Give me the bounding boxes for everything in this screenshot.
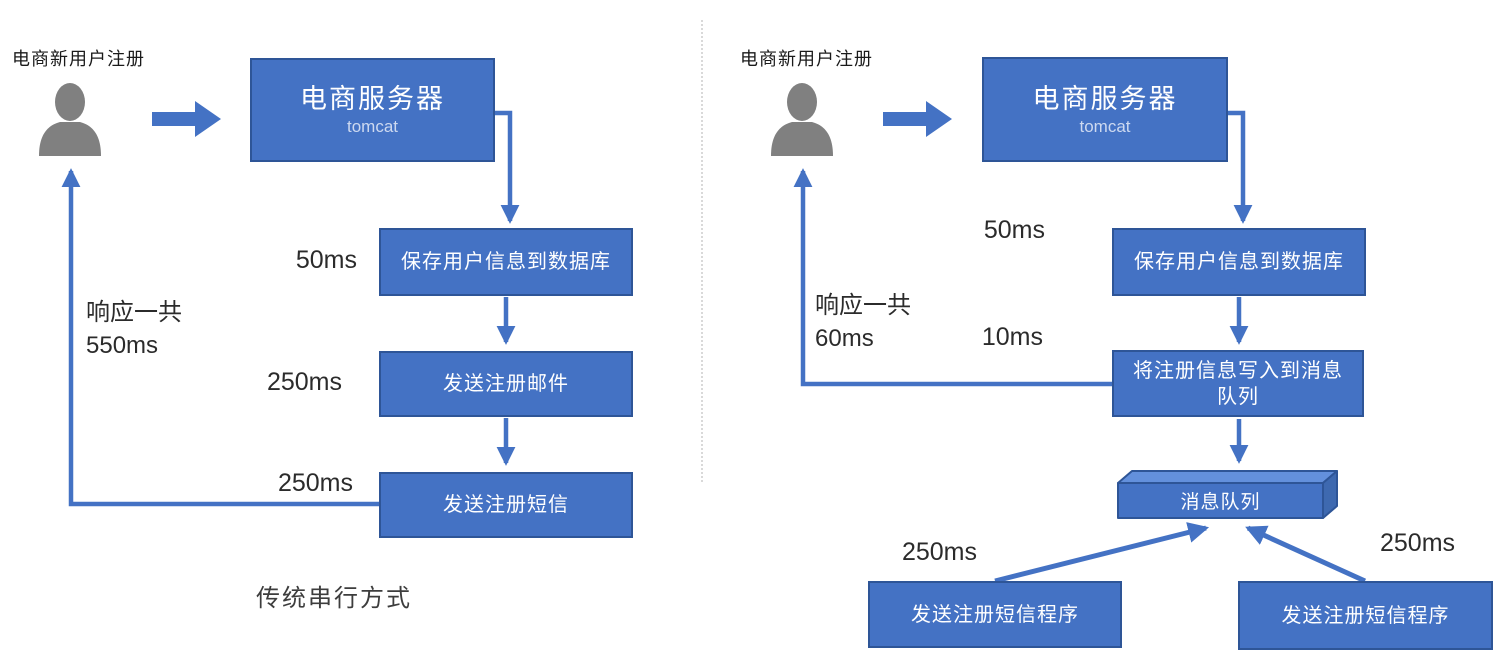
message-queue-shape <box>1117 470 1338 519</box>
consumer1-to-queue-arrow <box>994 522 1210 584</box>
server-subtitle-left: tomcat <box>346 117 399 136</box>
server-title-right: 电商服务器 <box>1032 83 1178 114</box>
response-total-right-line2: 60ms <box>815 325 874 352</box>
server-to-db-connector-left <box>495 110 520 224</box>
server-node-left: 电商服务器 tomcat <box>250 58 495 162</box>
message-queue-front-face <box>1117 482 1324 519</box>
step1-node-right: 保存用户信息到数据库 <box>1112 228 1366 296</box>
user-label-left: 电商新用户注册 <box>12 49 145 69</box>
consumer2-to-queue-arrow <box>1245 525 1367 584</box>
step1-node-left: 保存用户信息到数据库 <box>379 228 633 296</box>
response-total-right-line1: 响应一共 <box>815 292 911 319</box>
panel-divider <box>701 20 703 482</box>
response-total-left-line2: 550ms <box>86 332 159 359</box>
message-queue-label: 消息队列 <box>1180 492 1261 513</box>
step3-time-left: 250ms <box>277 469 353 497</box>
server-title-left: 电商服务器 <box>300 84 445 114</box>
consumer1-node: 发送注册短信程序 <box>868 581 1122 648</box>
response-return-arrow-right <box>793 168 1112 387</box>
step2-time-right: 10ms <box>981 323 1043 351</box>
message-queue-top-face <box>1117 470 1338 484</box>
step1-time-right: 50ms <box>983 216 1045 244</box>
step2-node-right: 将注册信息写入到消息队列 <box>1112 350 1364 417</box>
consumer1-time: 250ms <box>901 538 977 566</box>
consumer2-time: 250ms <box>1380 529 1456 557</box>
step2-time-left: 250ms <box>266 368 342 396</box>
response-total-left: 响应一共 550ms <box>86 296 182 362</box>
step3-node-left: 发送注册短信 <box>379 472 633 538</box>
response-total-left-line1: 响应一共 <box>86 299 182 326</box>
step2-node-left: 发送注册邮件 <box>379 351 633 417</box>
server-to-db-connector-right <box>1228 110 1253 224</box>
request-arrow-icon-right <box>883 101 952 137</box>
user-icon-right <box>771 83 833 156</box>
response-total-right: 响应一共 60ms <box>815 289 911 355</box>
consumer2-node: 发送注册短信程序 <box>1238 581 1493 650</box>
user-icon-left <box>39 83 101 156</box>
server-node-right: 电商服务器 tomcat <box>982 57 1228 162</box>
caption-left: 传统串行方式 <box>256 585 412 612</box>
response-return-arrow-left <box>61 168 379 507</box>
server-subtitle-right: tomcat <box>1079 116 1131 136</box>
request-arrow-icon-left <box>152 101 221 137</box>
user-label-right: 电商新用户注册 <box>740 49 873 69</box>
step1-time-left: 50ms <box>295 246 357 274</box>
